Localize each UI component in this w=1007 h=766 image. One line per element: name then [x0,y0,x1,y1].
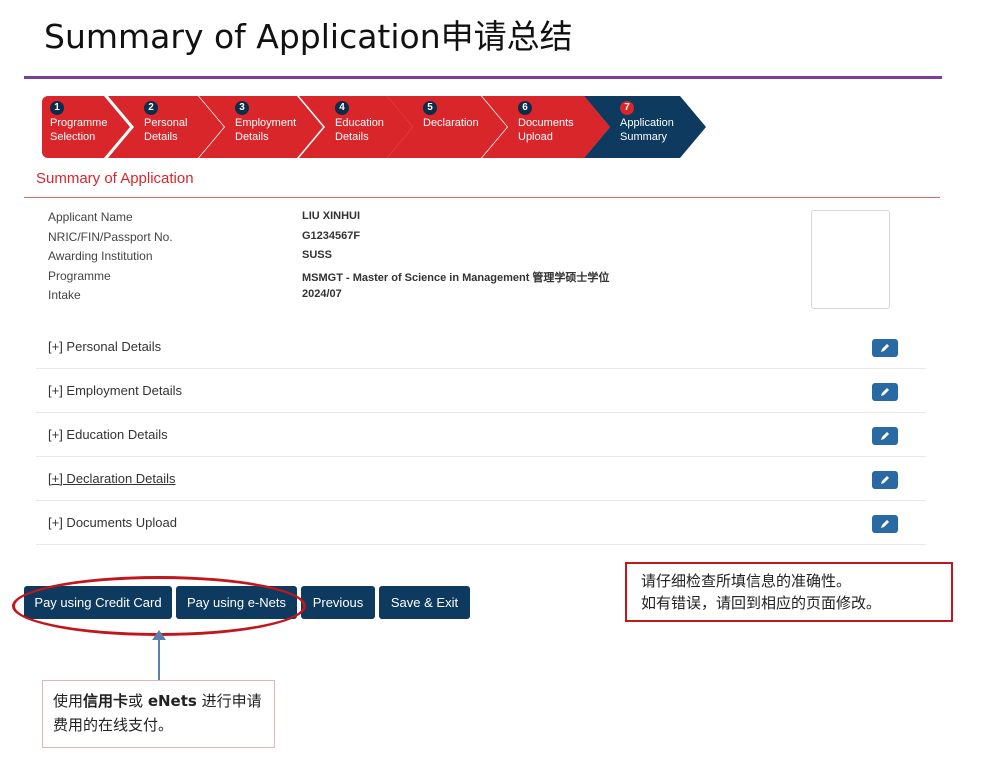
step-label: Programme Selection [50,117,108,143]
detail-sections: [+] Personal Details [+] Employment Deta… [36,325,926,545]
callout-line: 如有错误，请回到相应的页面修改。 [641,594,882,612]
arrow-up-icon [152,630,166,640]
applicant-info: Applicant Name LIU XINHUI NRIC/FIN/Passp… [48,210,748,308]
expand-employment-details[interactable]: [+] Employment Details [48,383,183,398]
step-number: 6 [518,101,532,115]
step-number: 2 [144,101,158,115]
summary-divider [24,197,940,198]
info-value: G1234567F [302,229,361,242]
section-employment-details: [+] Employment Details [36,369,926,413]
payment-note-callout: 使用信用卡或 eNets 进行申请费用的在线支付。 [42,680,275,748]
pencil-icon [881,344,889,352]
step-label: Personal Details [144,117,188,143]
expand-documents-upload[interactable]: [+] Documents Upload [48,515,177,530]
pencil-icon [881,520,889,528]
edit-employment-button[interactable] [872,383,898,401]
callout-text: 进行申请费用的在线支付。 [53,692,262,734]
info-row: Programme MSMGT - Master of Science in M… [48,269,748,289]
step-label: Application Summary [620,117,674,143]
applicant-photo [811,210,890,309]
highlight-ellipse [12,576,306,636]
previous-button[interactable]: Previous [301,586,375,619]
callout-text: 使用 [53,692,84,710]
info-value: MSMGT - Master of Science in Management … [302,271,610,284]
section-declaration-details: [+] Declaration Details [36,457,926,501]
step-number: 3 [235,101,249,115]
save-exit-button[interactable]: Save & Exit [379,586,470,619]
step-number: 7 [620,101,634,115]
pencil-icon [881,432,889,440]
info-value: SUSS [302,249,332,261]
callout-line: 请仔细检查所填信息的准确性。 [641,572,852,590]
pencil-icon [881,476,889,484]
summary-heading: Summary of Application [36,170,194,187]
info-label: NRIC/FIN/Passport No. [48,229,173,244]
step-label: Declaration [423,117,479,129]
step-label: Education Details [335,117,384,143]
callout-bold: 信用卡 [83,692,129,710]
check-note-callout: 请仔细检查所填信息的准确性。 如有错误，请回到相应的页面修改。 [625,562,953,622]
step-label: Documents Upload [518,117,574,143]
title-divider [24,76,942,79]
step-number: 5 [423,101,437,115]
section-personal-details: [+] Personal Details [36,325,926,369]
info-value: 2024/07 [302,288,342,300]
step-number: 4 [335,101,349,115]
info-label: Intake [48,288,81,302]
edit-documents-button[interactable] [872,515,898,533]
step-number: 1 [50,101,64,115]
pencil-icon [881,388,889,396]
section-education-details: [+] Education Details [36,413,926,457]
info-value: LIU XINHUI [302,210,361,222]
info-row: NRIC/FIN/Passport No. G1234567F [48,230,748,250]
edit-declaration-button[interactable] [872,471,898,489]
expand-declaration-details[interactable]: [+] Declaration Details [48,471,176,486]
callout-bold: eNets [147,692,197,710]
step-label: Employment Details [235,117,297,143]
info-row: Awarding Institution SUSS [48,249,748,269]
annotation-arrow [158,637,160,681]
info-label: Awarding Institution [48,249,153,263]
slide-title: Summary of Application申请总结 [44,17,573,56]
callout-text: 或 [128,692,148,710]
expand-education-details[interactable]: [+] Education Details [48,427,168,442]
info-row: Intake 2024/07 [48,288,748,308]
info-row: Applicant Name LIU XINHUI [48,210,748,230]
edit-education-button[interactable] [872,427,898,445]
edit-personal-button[interactable] [872,339,898,357]
info-label: Applicant Name [48,210,133,224]
info-label: Programme [48,268,111,283]
section-documents-upload: [+] Documents Upload [36,501,926,545]
expand-personal-details[interactable]: [+] Personal Details [48,339,162,354]
